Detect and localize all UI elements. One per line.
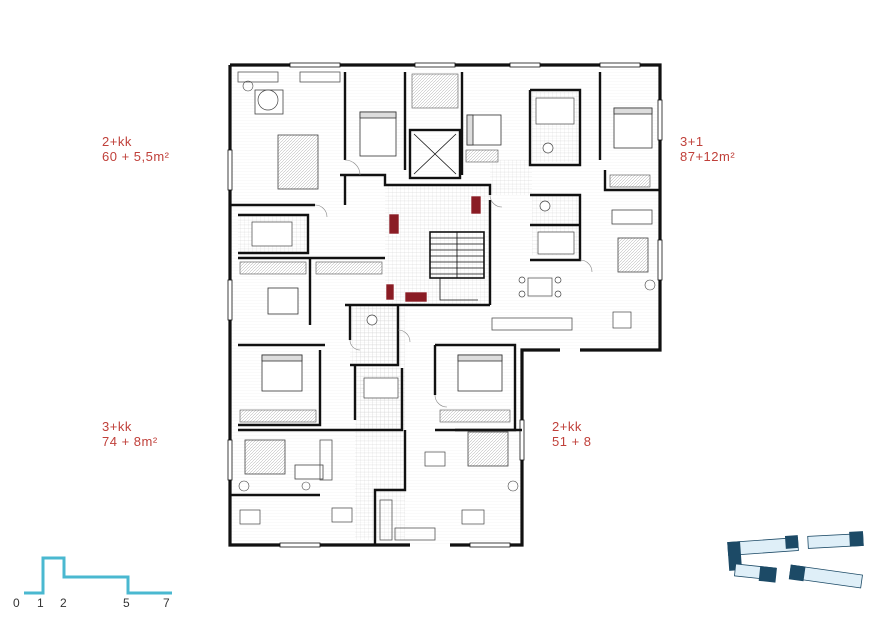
elevator-shaft xyxy=(408,128,462,180)
scale-tick-5: 5 xyxy=(123,596,130,610)
unit-label-se: 2+kk 51 + 8 xyxy=(552,419,592,449)
unit-type: 3+1 xyxy=(680,134,704,149)
dining-furniture xyxy=(239,89,632,525)
hall-carpets xyxy=(385,195,482,303)
staircase xyxy=(429,231,485,301)
bathroom-fixtures xyxy=(251,97,575,399)
unit-area: 51 + 8 xyxy=(552,434,592,449)
wardrobes xyxy=(239,73,651,423)
window-marks xyxy=(227,62,663,548)
kitchen-counters xyxy=(237,71,573,541)
unit-type: 2+kk xyxy=(102,134,132,149)
scale-tick-2: 2 xyxy=(60,596,67,610)
unit-type: 2+kk xyxy=(552,419,582,434)
beds xyxy=(261,107,653,392)
scale-tick-0: 0 xyxy=(13,596,20,610)
unit-area: 74 + 8m² xyxy=(102,434,158,449)
unit-label-nw: 2+kk 60 + 5,5m² xyxy=(102,134,170,164)
door-swings xyxy=(314,159,593,408)
scale-tick-7: 7 xyxy=(163,596,170,610)
interior-walls xyxy=(230,72,660,545)
unit-area: 60 + 5,5m² xyxy=(102,149,170,164)
plants xyxy=(238,80,656,492)
scale-bar xyxy=(24,556,172,595)
unit-label-sw: 3+kk 74 + 8m² xyxy=(102,419,158,449)
site-key-plan xyxy=(727,531,864,589)
unit-label-ne: 3+1 87+12m² xyxy=(680,134,735,164)
unit-type: 3+kk xyxy=(102,419,132,434)
unit-area: 87+12m² xyxy=(680,149,736,164)
scale-tick-1: 1 xyxy=(37,596,44,610)
